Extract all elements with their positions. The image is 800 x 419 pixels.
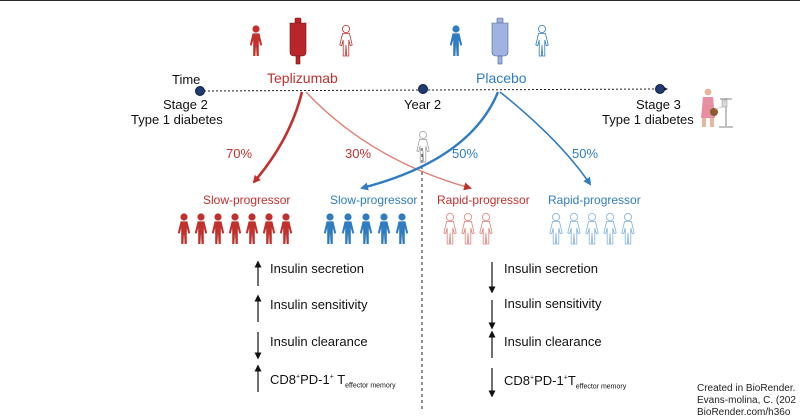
credit-line-2: Evans-molina, C. (202 (697, 395, 796, 406)
left-metric-insulin-clearance: Insulin clearance (270, 334, 368, 349)
group-placebo-rapid-people (549, 212, 635, 245)
placebo-iv-bag-icon (491, 17, 509, 65)
group-label-teplizumab-rapid: Rapid-progressor (437, 193, 530, 207)
credit-line-3: BioRender.com/h36o (697, 407, 791, 418)
pct-teplizumab-slow: 70% (226, 146, 253, 161)
group-placebo-slow-people (323, 213, 409, 244)
credit-line-1: Created in BioRender. (697, 383, 796, 394)
t-cell-text: T (567, 373, 576, 388)
timeline-dot-year2 (418, 84, 428, 94)
person-outline-icon (479, 212, 493, 245)
placebo-label: Placebo (476, 70, 527, 86)
teplizumab-person-icon (249, 25, 263, 56)
placebo-person-icon (449, 25, 463, 56)
pct-placebo-slow: 50% (452, 146, 479, 161)
person-icon (177, 213, 191, 244)
person-icon (323, 213, 337, 244)
person-outline-icon (585, 212, 599, 245)
person-icon (228, 213, 242, 244)
stage3-subtitle: Type 1 diabetes (602, 112, 694, 127)
left-metric-insulin-secretion: Insulin secretion (270, 261, 364, 276)
person-outline-icon (621, 212, 635, 245)
effector-memory-subscript: effector memory (575, 383, 627, 391)
person-icon (359, 213, 373, 244)
group-label-teplizumab-slow: Slow-progressor (203, 193, 291, 207)
right-metric-insulin-sensitivity: Insulin sensitivity (504, 296, 602, 311)
t-cell-text: T (333, 372, 346, 387)
person-icon (245, 213, 259, 244)
person-icon (279, 213, 293, 244)
arrow-teplizumab-slow (252, 91, 304, 184)
group-label-placebo-rapid: Rapid-progressor (548, 193, 641, 207)
teplizumab-label: Teplizumab (267, 70, 338, 86)
arrow-teplizumab-rapid (305, 91, 472, 191)
pct-teplizumab-rapid: 30% (345, 146, 372, 161)
timeline-line (199, 88, 661, 92)
person-outline-icon (549, 212, 563, 245)
person-outline-icon (567, 212, 581, 245)
arrow-placebo-slow (360, 91, 500, 191)
group-teplizumab-slow-people (177, 213, 293, 244)
effector-memory-subscript: effector memory (345, 382, 396, 390)
time-label: Time (172, 72, 201, 87)
teplizumab-iv-bag-icon (289, 17, 307, 65)
pd1-superscript: + (329, 373, 334, 381)
person-icon (341, 213, 355, 244)
pd1-text: PD-1 (300, 372, 330, 387)
timeline-dot-stage2 (195, 86, 205, 96)
pct-placebo-rapid: 50% (572, 146, 599, 161)
patient-iv-stand-icon (701, 88, 733, 128)
left-metric-cd8: CD8+PD-1+ Teffector memory (270, 372, 396, 390)
person-icon (211, 213, 225, 244)
pd1-superscript: + (563, 374, 568, 382)
placebo-outline-person-icon (535, 24, 549, 57)
top-border (0, 0, 800, 1)
person-icon (377, 213, 391, 244)
cd8-text: CD8 (504, 373, 531, 388)
person-outline-icon (603, 212, 617, 245)
right-metric-cd8: CD8+PD-1+Teffector memory (504, 373, 626, 391)
person-outline-icon (443, 212, 457, 245)
group-label-placebo-slow: Slow-progressor (330, 193, 418, 207)
stage3-label: Stage 3 (636, 97, 681, 112)
stage2-label: Stage 2 (163, 97, 208, 112)
cd8-superscript: + (296, 373, 301, 381)
arrow-placebo-rapid (499, 91, 592, 186)
cd8-text: CD8 (270, 372, 297, 387)
group-teplizumab-rapid-people (443, 212, 493, 245)
right-metric-insulin-secretion: Insulin secretion (504, 261, 598, 276)
right-metric-insulin-clearance: Insulin clearance (504, 334, 602, 349)
person-icon (262, 213, 276, 244)
year2-label: Year 2 (404, 97, 442, 112)
person-outline-icon (461, 212, 475, 245)
stage2-subtitle: Type 1 diabetes (131, 112, 223, 127)
person-icon (395, 213, 409, 244)
center-outline-person-icon (416, 130, 430, 163)
timeline-dot-stage3 (655, 84, 665, 94)
left-metric-insulin-sensitivity: Insulin sensitivity (270, 297, 368, 312)
teplizumab-outline-person-icon (339, 24, 353, 57)
pd1-text: PD-1 (534, 373, 564, 388)
person-icon (194, 213, 208, 244)
cd8-superscript: + (530, 374, 535, 382)
